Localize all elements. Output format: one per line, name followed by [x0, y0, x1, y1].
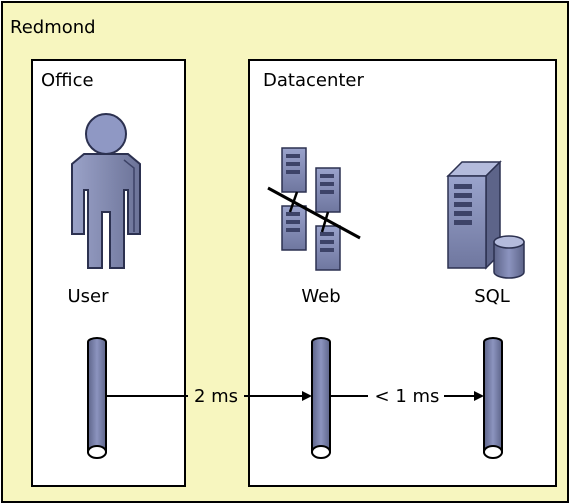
web-label: Web — [301, 286, 340, 307]
web-server-1 — [281, 147, 307, 193]
network-line — [267, 186, 361, 240]
latency-office-web: 2 ms — [194, 386, 238, 407]
sql-label: SQL — [474, 286, 510, 307]
web-server-3 — [281, 205, 307, 251]
datacenter-label: Datacenter — [263, 70, 364, 91]
web-server-farm-icon — [267, 147, 361, 271]
sql-server-icon — [446, 160, 525, 279]
sql-tier-cylinder — [483, 337, 503, 459]
latency-web-sql: < 1 ms — [375, 386, 440, 407]
database-icon — [493, 235, 525, 279]
office-label: Office — [41, 70, 94, 91]
user-label: User — [67, 286, 109, 307]
user-icon — [71, 113, 141, 269]
web-to-sql-connector — [330, 391, 484, 401]
web-server-2 — [315, 167, 341, 213]
region-label: Redmond — [10, 17, 96, 38]
office-to-web-connector — [106, 391, 312, 401]
user-tier-cylinder — [87, 337, 107, 459]
web-server-4 — [315, 225, 341, 271]
web-tier-cylinder — [311, 337, 331, 459]
